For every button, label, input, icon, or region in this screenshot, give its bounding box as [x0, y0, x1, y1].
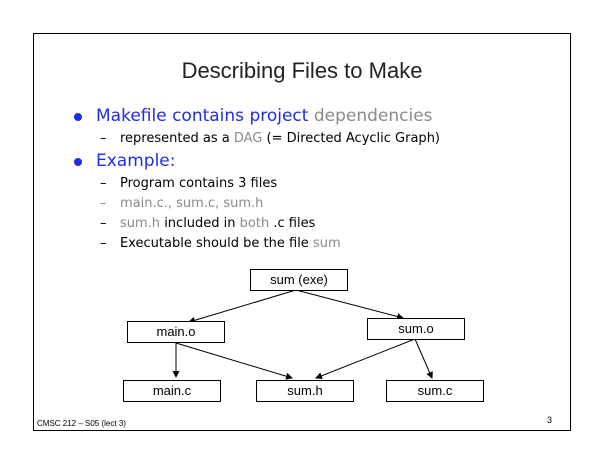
sub-highlight: sum	[312, 236, 341, 251]
node-main-c: main.c	[123, 380, 221, 402]
sub-bullet-files: – main.c., sum.c, sum.h	[100, 196, 264, 211]
bullet-text: Example:	[96, 151, 176, 171]
bullet-example: Example:	[74, 151, 176, 171]
node-sum-h: sum.h	[256, 380, 354, 402]
footer-course: CMSC 212 – S05 (lect 3)	[37, 419, 126, 428]
sub-bullet-program: – Program contains 3 files	[100, 176, 278, 191]
sub-text: (= Directed Acyclic Graph)	[262, 131, 440, 146]
sub-text: Program contains 3 files	[120, 176, 278, 191]
sub-bullet-included: – sum.h included in both .c files	[100, 216, 316, 231]
edge-sum-to-main-o	[188, 289, 297, 324]
edge-main-o-to-sum-h	[175, 342, 293, 380]
node-main-o: main.o	[127, 321, 225, 343]
bullet-makefile: Makefile contains project dependencies	[74, 106, 433, 126]
bullet-text: Makefile contains project	[96, 106, 314, 126]
sub-highlight: main.c., sum.c, sum.h	[120, 196, 264, 211]
bullet-dot-icon	[74, 158, 82, 166]
dependency-graph	[172, 289, 433, 380]
edge-sum-o-to-sum-c	[414, 338, 433, 379]
dash-icon: –	[100, 236, 107, 251]
dash-icon: –	[100, 216, 107, 231]
node-sum-exe: sum (exe)	[250, 269, 348, 291]
edge-sum-o-to-sum-h	[315, 338, 416, 380]
dash-icon: –	[100, 196, 107, 211]
sub-bullet-executable: – Executable should be the file sum	[100, 236, 341, 251]
sub-text: represented as a	[120, 131, 234, 146]
sub-bullet-dag: – represented as a DAG (= Directed Acycl…	[100, 131, 440, 146]
node-sum-o: sum.o	[367, 318, 465, 340]
sub-text: Executable should be the file	[120, 236, 313, 251]
slide-title: Describing Files to Make	[181, 58, 423, 83]
dash-icon: –	[100, 131, 107, 146]
sub-text: included in	[160, 216, 240, 231]
sub-highlight: sum.h	[120, 216, 161, 231]
bullet-highlight: dependencies	[313, 106, 433, 126]
slide: Describing Files to Make Makefile contai…	[33, 33, 571, 431]
page-number: 3	[546, 415, 552, 425]
sub-highlight: DAG	[233, 131, 263, 146]
sub-highlight: both	[239, 216, 270, 231]
bullet-dot-icon	[74, 113, 82, 121]
sub-text: .c files	[269, 216, 316, 231]
edge-sum-to-sum-o	[295, 289, 404, 320]
node-sum-c: sum.c	[386, 380, 484, 402]
dash-icon: –	[100, 176, 107, 191]
